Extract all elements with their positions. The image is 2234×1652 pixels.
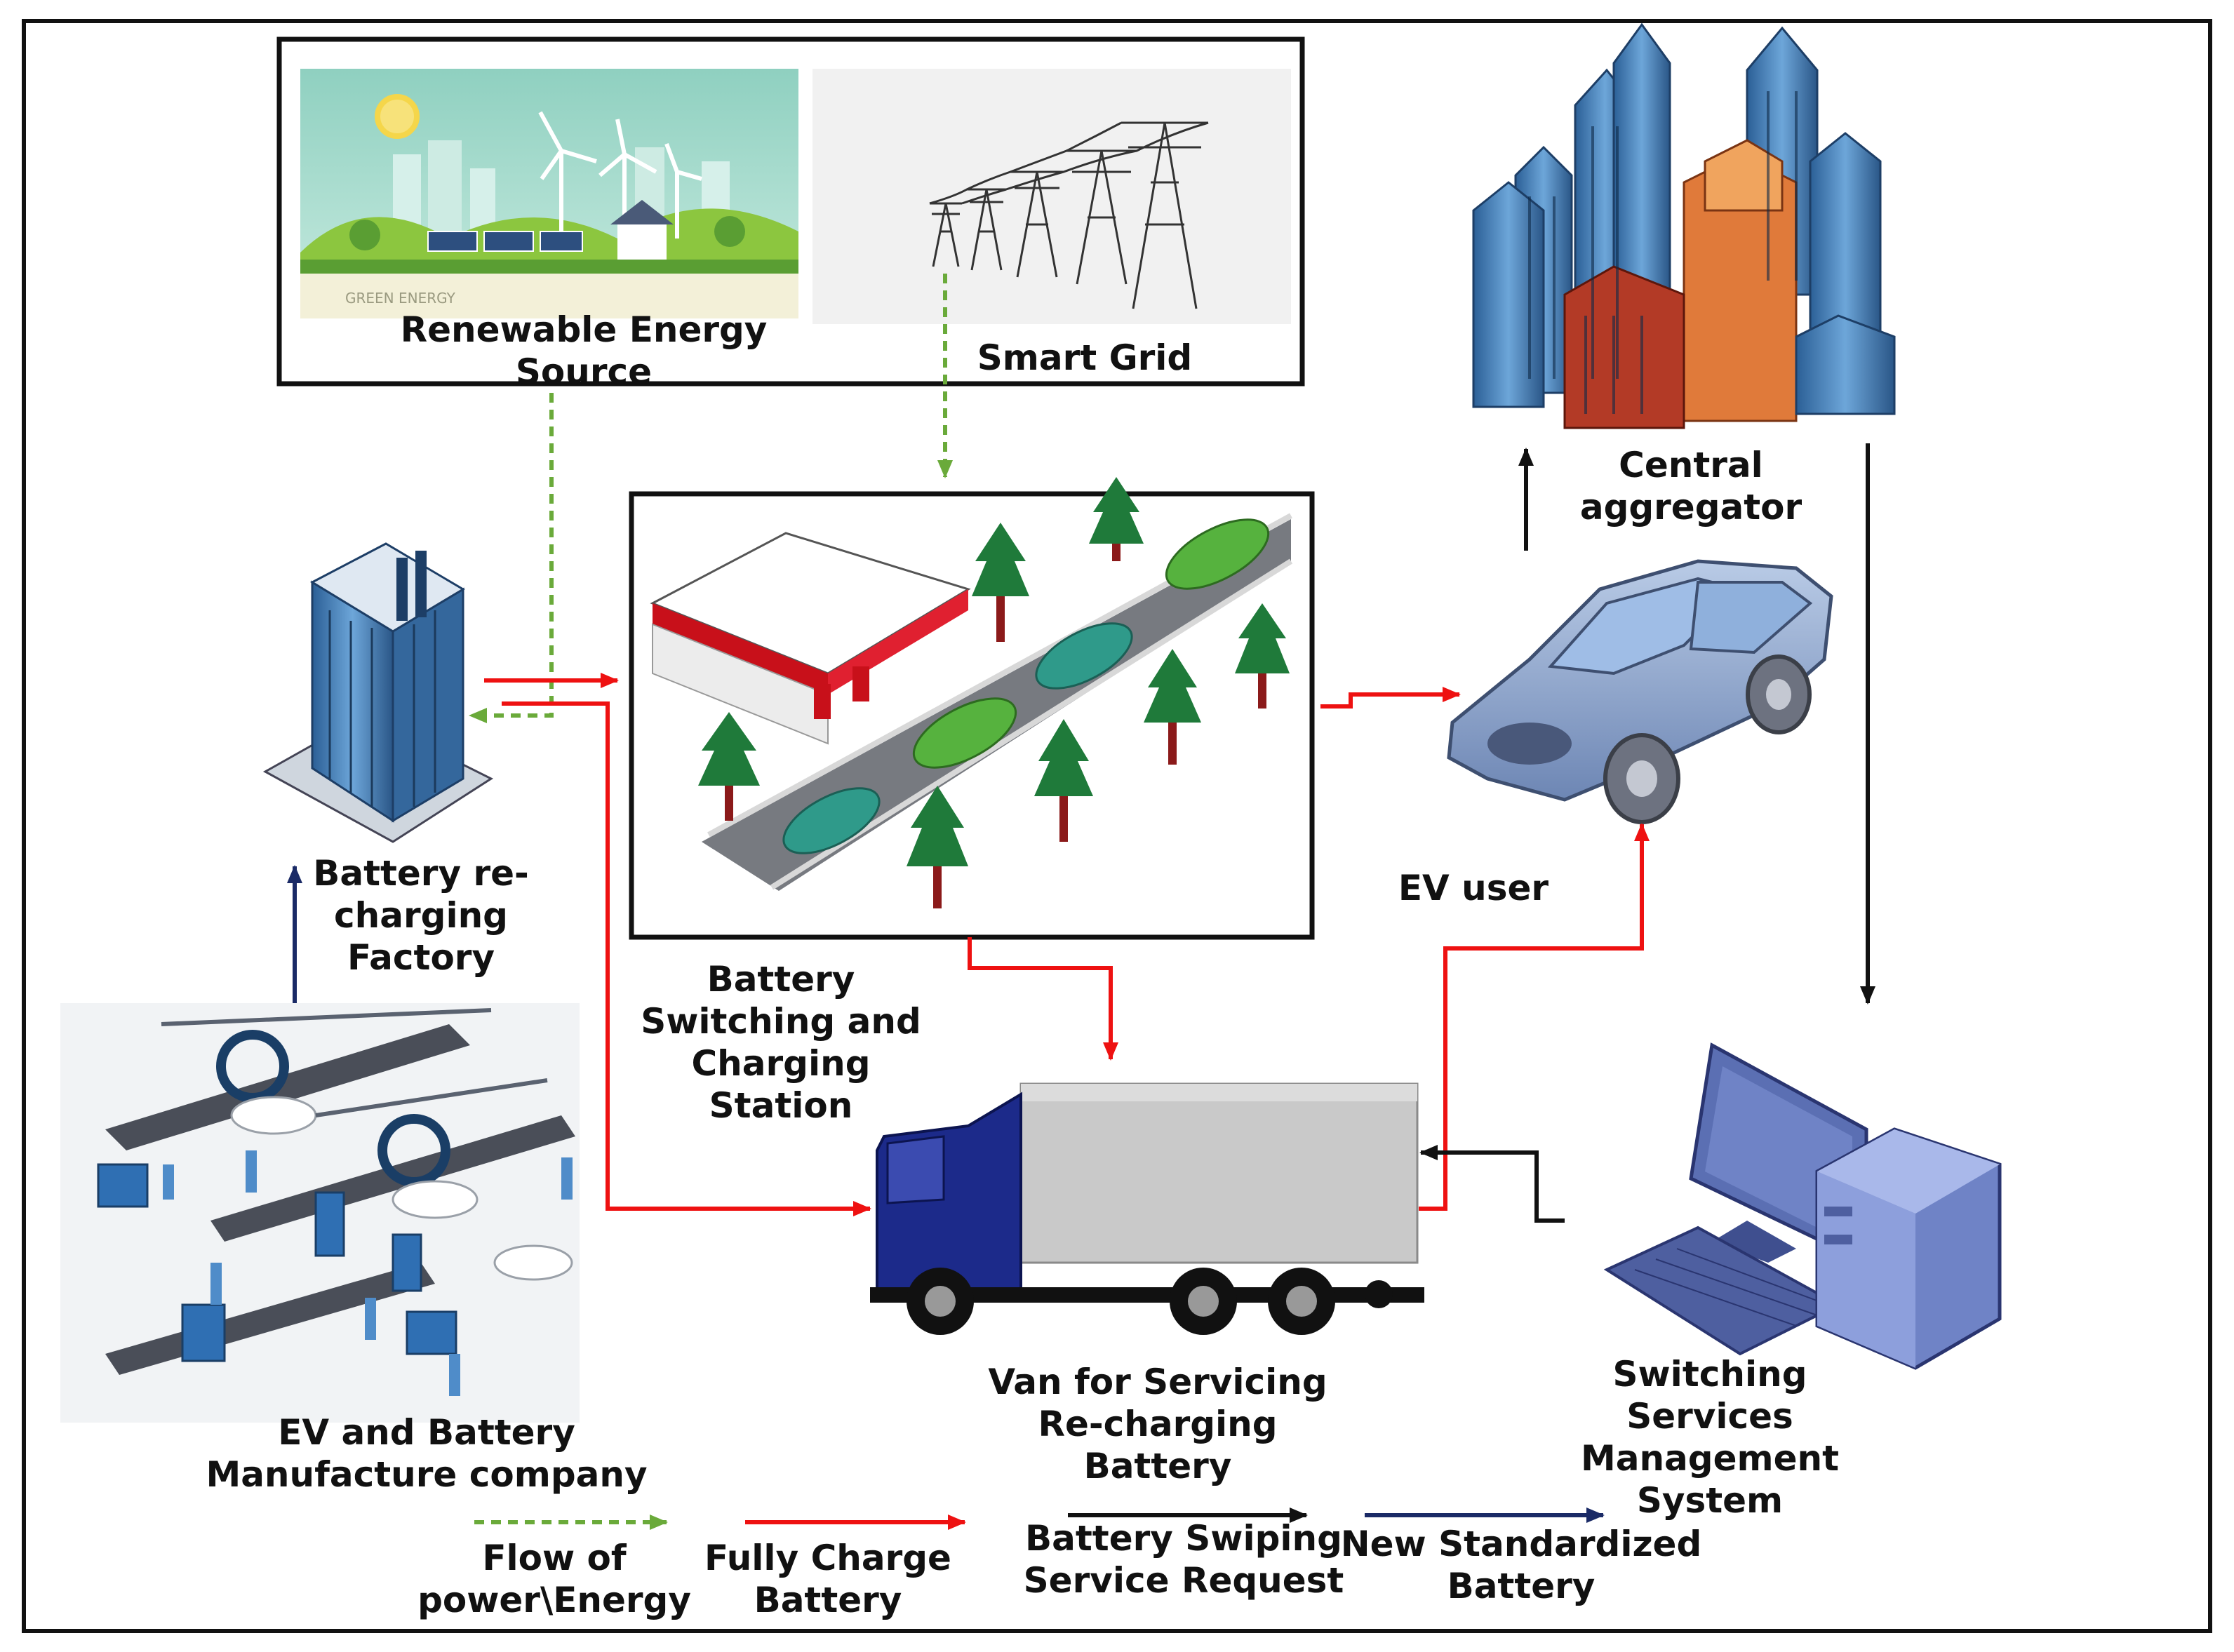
legend: Flow of power\Energy Fully Charge Batter… <box>417 1507 1702 1620</box>
green-energy-caption: GREEN ENERGY <box>345 290 456 307</box>
factory-assembly-icon <box>60 1003 580 1423</box>
legend-new-battery-line2: Battery <box>1447 1566 1596 1606</box>
tree-icons <box>698 477 1290 908</box>
factory-label-line1: Battery re- <box>313 853 529 894</box>
energy-flow-renewable-to-factory <box>469 393 554 723</box>
station-label-line1: Battery <box>707 959 855 1000</box>
ssms-label-line1: Switching <box>1612 1354 1807 1395</box>
smart-grid-icon <box>812 69 1291 324</box>
station-label-line4: Station <box>709 1085 853 1126</box>
charged-flow-station-to-ev <box>1320 687 1461 709</box>
station-label-line3: Charging <box>691 1043 870 1084</box>
ssms-label-line4: System <box>1637 1480 1783 1521</box>
legend-new-battery-line1: New Standardized <box>1341 1524 1702 1564</box>
smart-grid-label: Smart Grid <box>977 337 1192 378</box>
factory-label-line3: Factory <box>347 937 495 978</box>
city-buildings-icon <box>1472 22 1896 429</box>
ev-car-icon <box>1447 559 1833 824</box>
legend-energy-line1: Flow of <box>482 1538 627 1578</box>
van-label-line3: Battery <box>1084 1446 1232 1486</box>
charged-flow-van-to-ev <box>1419 823 1650 1211</box>
ssms-label-line3: Management <box>1581 1438 1839 1479</box>
ev-user-label: EV user <box>1398 868 1549 908</box>
manufacture-label-line2: Manufacture company <box>206 1454 647 1495</box>
legend-charged-line2: Battery <box>754 1580 902 1620</box>
charging-station-icon <box>650 477 1293 908</box>
station-label-line2: Switching and <box>641 1001 921 1042</box>
legend-energy-line2: power\Energy <box>417 1580 691 1620</box>
battery-factory-icon <box>262 542 494 843</box>
renewable-label-line1: Renewable Energy <box>401 309 768 350</box>
van-label-line1: Van for Servicing <box>988 1362 1327 1402</box>
renewable-label-line2: Source <box>516 351 652 392</box>
ssms-label-line2: Services <box>1626 1396 1793 1437</box>
central-aggregator-label-line2: aggregator <box>1580 487 1802 528</box>
request-flow-ssms-to-van <box>1419 1145 1565 1223</box>
charged-flow-factory-to-van <box>502 701 871 1216</box>
outer-frame <box>22 19 2212 1633</box>
van-label-line2: Re-charging <box>1038 1404 1277 1444</box>
legend-request-line1: Battery Swiping <box>1025 1518 1342 1559</box>
manufacture-label-line1: EV and Battery <box>278 1412 575 1453</box>
service-van-icon <box>870 1082 1424 1335</box>
factory-label-line2: charging <box>334 895 508 936</box>
computer-icon <box>1603 1042 2002 1370</box>
charged-flow-station-to-van <box>968 937 1118 1061</box>
renewable-energy-icon: GREEN ENERGY <box>300 69 798 318</box>
central-aggregator-label-line1: Central <box>1619 445 1763 485</box>
legend-request-line2: Service Request <box>1024 1560 1344 1601</box>
legend-charged-line1: Fully Charge <box>704 1538 951 1578</box>
